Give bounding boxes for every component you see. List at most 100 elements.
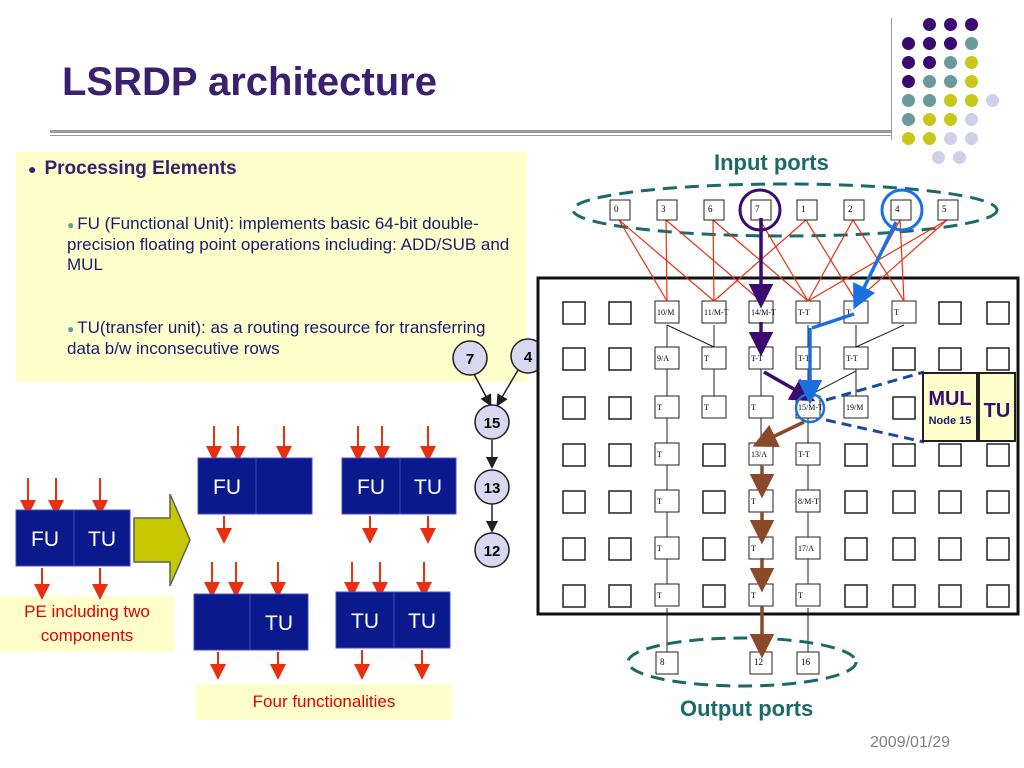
- decorative-dot: [965, 18, 978, 31]
- decorative-dot: [902, 132, 915, 145]
- input-fan-line: [665, 219, 668, 302]
- grid-pe-label: T: [657, 591, 662, 600]
- mapping-paths: [748, 218, 925, 659]
- grid-pe-label: T: [657, 450, 662, 459]
- grid-pe-label: T-T: [798, 450, 810, 459]
- bullet-fu-text: FU (Functional Unit): implements basic 6…: [67, 214, 510, 274]
- decorative-dot: [953, 151, 966, 164]
- grid-pe-empty: [892, 347, 916, 371]
- grid-pe-label: T-T: [798, 308, 810, 317]
- grid-pe-label: T-T: [846, 354, 858, 363]
- functionality-tu-only: TU: [193, 562, 309, 680]
- decorative-dot: [944, 18, 957, 31]
- functionality-fu-only: FU: [197, 426, 313, 544]
- grid-pe-empty: [938, 584, 962, 608]
- grid-pe-empty: [608, 584, 632, 608]
- grid-pe-empty: [938, 347, 962, 371]
- grid-pe-empty: [608, 396, 632, 420]
- grid-pe: [701, 346, 727, 370]
- decorative-dot: [986, 94, 999, 107]
- tu-side-label: TU: [983, 400, 1011, 422]
- dag-node: 4: [524, 349, 533, 366]
- grid-pe: [654, 583, 680, 607]
- grid-pe-empty: [562, 396, 586, 420]
- input-fan-line: [712, 219, 715, 302]
- mul-node-box: MUL Node 15: [922, 372, 978, 442]
- grid-pe-empty: [702, 584, 726, 608]
- bullet-dot-icon: ●: [67, 322, 75, 336]
- input-port: [703, 199, 725, 221]
- decorative-dot: [923, 94, 936, 107]
- input-port-label: 2: [848, 204, 853, 214]
- functionality-fu-tu: FU TU: [341, 426, 457, 544]
- slide-title: LSRDP architecture: [62, 60, 437, 104]
- output-port: [796, 651, 820, 675]
- decorative-dot: [944, 94, 957, 107]
- grid-pe-label: T: [798, 591, 803, 600]
- decorative-dot: [902, 94, 915, 107]
- fu-label: FU: [357, 476, 385, 499]
- functionality-tu-tu: TU TU: [335, 562, 451, 680]
- grid-pe-empty: [844, 443, 868, 467]
- decorative-dot: [902, 37, 915, 50]
- input-port: [890, 199, 912, 221]
- grid-pe-empty: [986, 301, 1010, 325]
- decorative-dot: [944, 113, 957, 126]
- grid-pe-empty: [562, 301, 586, 325]
- grid-pe: [654, 489, 680, 513]
- decorative-dot: [965, 37, 978, 50]
- bullet-main-text: Processing Elements: [44, 158, 237, 179]
- grid-pe-label: 17/A: [798, 544, 814, 553]
- grid-pe: [654, 395, 680, 419]
- grid-pe-label: 14/M-T: [751, 308, 776, 317]
- grid-pe-label: 8/M-T: [798, 497, 819, 506]
- decorative-dot: [902, 113, 915, 126]
- tu-label: TU: [408, 610, 436, 633]
- grid-pe: [795, 536, 821, 560]
- decorative-dot: [923, 37, 936, 50]
- input-port-label: 7: [755, 204, 760, 214]
- grid-pe-empty: [608, 443, 632, 467]
- grid-pe-label: 13/A: [751, 450, 767, 459]
- grid-pe-empty: [986, 537, 1010, 561]
- bullet-fu: ●FU (Functional Unit): implements basic …: [67, 214, 517, 275]
- grid-pe-empty: [608, 490, 632, 514]
- grid-pe-empty: [844, 537, 868, 561]
- decorative-dot: [923, 56, 936, 69]
- input-ports-ellipse: [571, 182, 999, 238]
- grid-pe-label: 10/M: [657, 308, 674, 317]
- grid-pe-empty: [892, 537, 916, 561]
- grid-pe-empty: [892, 490, 916, 514]
- decorative-dot: [944, 132, 957, 145]
- input-port-label: 3: [661, 204, 666, 214]
- output-port-label: 8: [660, 657, 665, 667]
- input-port: [796, 199, 818, 221]
- input-port-label: 4: [895, 204, 900, 214]
- tu-label: TU: [351, 610, 379, 633]
- grid-pe-label: T: [894, 308, 899, 317]
- pe-fu-label: FU: [31, 528, 59, 551]
- pe-caption: PE including two components: [0, 596, 174, 652]
- transition-arrow-icon: [133, 493, 191, 587]
- grid-pe-label: 19/M: [846, 403, 863, 412]
- tu-label: TU: [265, 612, 293, 635]
- bullet-dot-icon: ●: [67, 218, 75, 232]
- corner-divider: [891, 18, 892, 140]
- decorative-dot: [965, 132, 978, 145]
- grid-pe-label: T-T: [751, 354, 763, 363]
- bullet-processing-elements: ●Processing Elements: [28, 158, 237, 180]
- grid-pe-empty: [562, 443, 586, 467]
- grid-pe: [795, 442, 821, 466]
- grid-pe-label: T: [657, 544, 662, 553]
- functionalities-caption: Four functionalities: [196, 684, 452, 720]
- grid-pe-empty: [938, 443, 962, 467]
- grid-pe-empty: [844, 584, 868, 608]
- grid-pe: [795, 583, 821, 607]
- grid-pe-empty: [938, 490, 962, 514]
- dag-node: 7: [466, 351, 474, 368]
- grid-pe-label: T: [704, 403, 709, 412]
- output-ports-label: Output ports: [680, 696, 814, 721]
- grid-pe-empty: [892, 584, 916, 608]
- bullet-panel: [16, 152, 527, 382]
